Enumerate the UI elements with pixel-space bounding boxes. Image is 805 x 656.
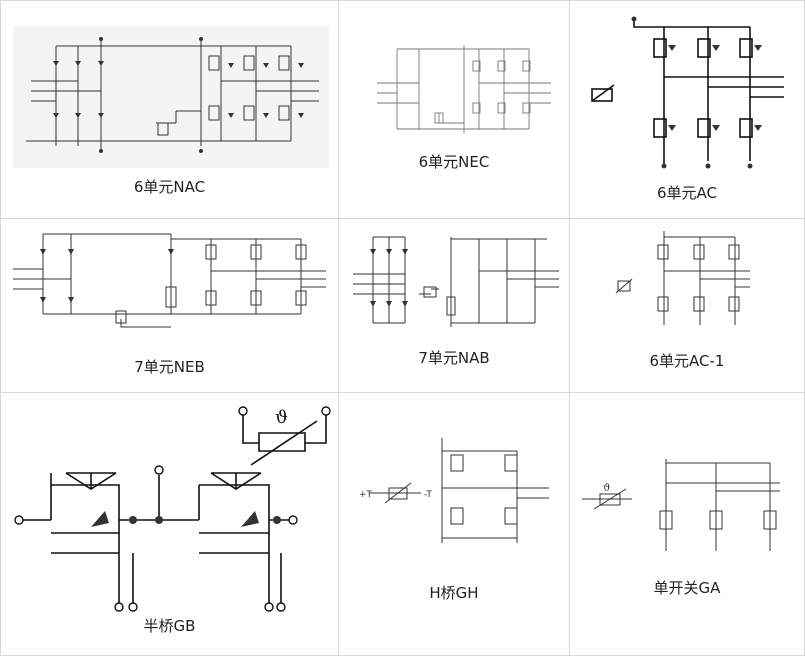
ac1-schematic bbox=[615, 231, 750, 325]
caption-gh: H桥GH bbox=[429, 584, 479, 602]
ga-schematic: ϑ bbox=[582, 459, 780, 551]
neb-schematic bbox=[13, 233, 326, 328]
nac-schematic bbox=[13, 26, 329, 168]
caption-ac: 6单元AC bbox=[656, 184, 717, 202]
gh-schematic: +T -T bbox=[359, 438, 549, 543]
caption-ac1: 6单元AC-1 bbox=[649, 352, 725, 370]
caption-gb: 半桥GB bbox=[143, 617, 196, 635]
cell-neb: 7单元NEB bbox=[0, 219, 339, 393]
cell-nec: 6单元NEC bbox=[339, 0, 570, 219]
cell-nac: 6单元NAC bbox=[0, 0, 339, 219]
gb-schematic: ϑ bbox=[14, 406, 331, 612]
nab-schematic bbox=[353, 236, 559, 327]
caption-nab: 7单元NAB bbox=[418, 349, 490, 367]
caption-neb: 7单元NEB bbox=[134, 358, 205, 376]
caption-ga: 单开关GA bbox=[653, 579, 721, 597]
gb-thermistor-symbol: ϑ bbox=[275, 407, 288, 428]
cell-ga: ϑ 单开关GA bbox=[570, 393, 805, 656]
caption-nac: 6单元NAC bbox=[133, 178, 206, 196]
cell-nab: 7单元NAB bbox=[339, 219, 570, 393]
cell-gb: ϑ 半桥GB bbox=[0, 393, 339, 656]
cell-ac1: 6单元AC-1 bbox=[570, 219, 805, 393]
ac-schematic bbox=[591, 16, 784, 169]
caption-nec: 6单元NEC bbox=[418, 153, 490, 171]
nec-schematic bbox=[377, 45, 551, 133]
gh-t-plus-label: +T bbox=[359, 490, 373, 500]
cell-gh: +T -T H桥GH bbox=[339, 393, 570, 656]
ga-thermistor-symbol: ϑ bbox=[603, 483, 610, 494]
gh-t-minus-label: -T bbox=[424, 490, 432, 500]
cell-ac: 6单元AC bbox=[570, 0, 805, 219]
